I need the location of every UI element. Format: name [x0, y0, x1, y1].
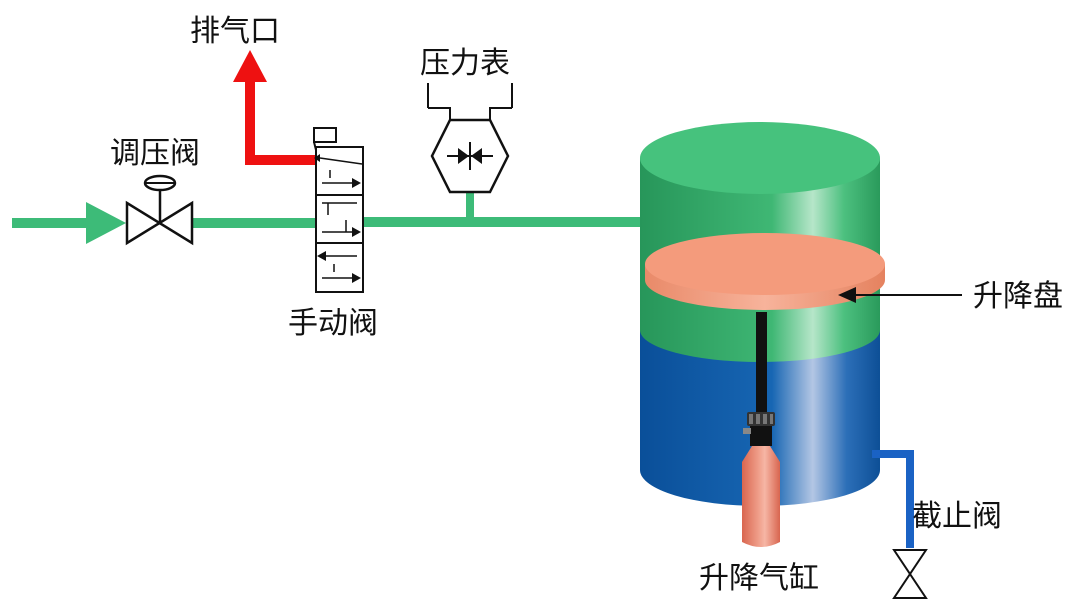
pointer-arrow-icon — [838, 287, 856, 303]
pressure-gauge-label: 压力表 — [420, 46, 510, 81]
lift-plate-pointer — [838, 287, 962, 303]
lift-cylinder-label: 升降气缸 — [699, 561, 819, 596]
pressure-gauge — [427, 83, 513, 194]
exhaust-port-label: 排气口 — [190, 14, 280, 49]
piston-rod — [756, 312, 767, 417]
pressure-regulator[interactable] — [125, 174, 194, 246]
drain-line — [872, 450, 914, 548]
flow-arrow-icon — [86, 202, 126, 244]
lift-plate-label: 升降盘 — [973, 279, 1063, 314]
lift-plate — [645, 233, 885, 310]
valve-icon — [892, 549, 928, 599]
exhaust-line — [233, 50, 316, 165]
exhaust-arrow-icon — [233, 50, 267, 82]
air-supply-line — [12, 192, 642, 244]
manual-valve[interactable] — [313, 127, 364, 293]
manual-valve-label: 手动阀 — [288, 306, 378, 341]
pressure-regulator-label: 调压阀 — [110, 136, 200, 171]
stop-valve[interactable] — [892, 549, 928, 599]
stop-valve-label: 截止阀 — [912, 499, 1002, 534]
lift-cylinder — [742, 312, 780, 547]
